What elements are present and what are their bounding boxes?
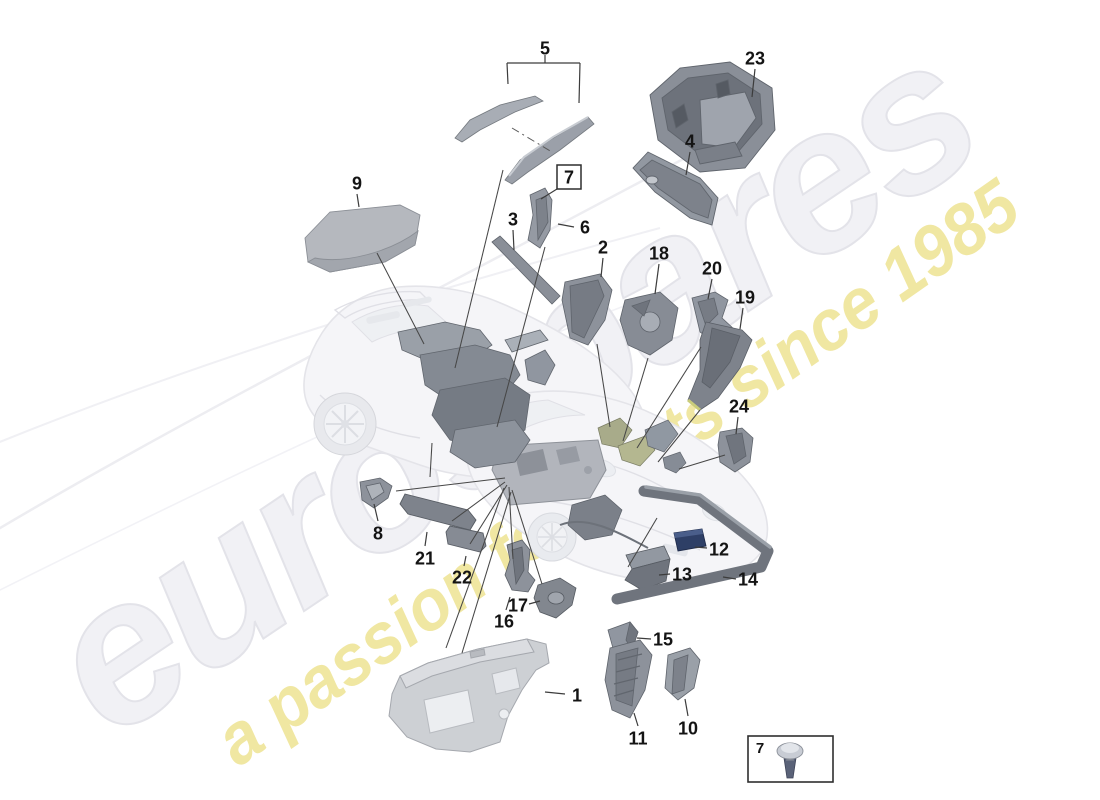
bracket-line-5-2 xyxy=(578,62,581,104)
part-shape-24 xyxy=(717,427,754,473)
centerline-dash xyxy=(511,127,553,153)
part-label-6[interactable]: 6 xyxy=(580,218,590,238)
part-label-23[interactable]: 23 xyxy=(745,49,765,69)
part-shape-10 xyxy=(664,647,701,701)
frunk-tub-shape xyxy=(491,439,607,506)
part-shape-19 xyxy=(687,321,753,412)
part-shape-9 xyxy=(304,204,421,273)
part-label-17[interactable]: 17 xyxy=(508,596,528,616)
leader-line-17 xyxy=(528,600,541,605)
leader-line-16 xyxy=(505,596,511,611)
leader-line-4 xyxy=(685,151,691,176)
part-shape-14 xyxy=(611,485,774,605)
part-label-15[interactable]: 15 xyxy=(653,630,673,650)
install-clips-cluster xyxy=(559,417,687,549)
push-rivet-icon xyxy=(776,742,804,779)
assembly-leader-lines xyxy=(376,169,726,654)
part-label-5[interactable]: 5 xyxy=(540,39,550,59)
part-label-20[interactable]: 20 xyxy=(702,259,722,279)
engine-bay-insulation-cluster xyxy=(397,321,556,469)
part-shape-18 xyxy=(619,291,679,356)
part-shape-6 xyxy=(527,187,553,249)
leader-line-9 xyxy=(356,193,360,208)
leader-line-24 xyxy=(735,416,739,435)
leader-line-11 xyxy=(633,712,639,727)
leader-line-3 xyxy=(512,229,515,251)
part-label-21[interactable]: 21 xyxy=(415,549,435,569)
part-shape-11 xyxy=(604,639,653,719)
part-shape-8 xyxy=(359,477,393,509)
leader-line-1 xyxy=(544,691,566,695)
leader-line-22 xyxy=(463,555,467,567)
part-label-3[interactable]: 3 xyxy=(508,210,518,230)
part-label-14[interactable]: 14 xyxy=(738,570,758,590)
part-shape-1 xyxy=(388,638,550,753)
leader-line-12 xyxy=(694,546,708,549)
leader-line-23 xyxy=(751,68,756,98)
part-label-19[interactable]: 19 xyxy=(735,288,755,308)
part-label-24[interactable]: 24 xyxy=(729,397,749,417)
leader-line-19 xyxy=(739,307,744,330)
part-label-4[interactable]: 4 xyxy=(685,132,695,152)
part-shape-4 xyxy=(632,151,719,226)
part-label-18[interactable]: 18 xyxy=(649,244,669,264)
part-label-11[interactable]: 11 xyxy=(628,729,647,749)
part-label-13[interactable]: 13 xyxy=(672,565,692,585)
part-label-22[interactable]: 22 xyxy=(452,568,472,588)
part-label-1[interactable]: 1 xyxy=(572,686,582,706)
leader-line-18 xyxy=(654,263,660,295)
leader-line-8 xyxy=(373,503,379,522)
part-shape-17 xyxy=(533,577,577,619)
part-shape-2 xyxy=(561,273,613,346)
part-label-12[interactable]: 12 xyxy=(709,540,729,560)
part-label-2[interactable]: 2 xyxy=(598,238,608,258)
leader-line-15 xyxy=(636,637,652,640)
part-shape-23 xyxy=(649,61,776,173)
part-shape-22 xyxy=(445,525,487,553)
leader-line-10 xyxy=(684,698,689,717)
part-label-16[interactable]: 16 xyxy=(494,612,514,632)
leader-line-6 xyxy=(557,223,575,228)
leader-line-2 xyxy=(600,257,604,278)
part-shape-13 xyxy=(624,545,671,591)
part-label-7[interactable]: 7 xyxy=(564,168,574,188)
legend: 7 xyxy=(747,735,834,783)
leader-line-13 xyxy=(658,573,671,576)
legend-number[interactable]: 7 xyxy=(756,740,764,757)
part-shape-3 xyxy=(491,235,561,305)
boxed-label-frame xyxy=(556,164,582,190)
leader-line-box-7 xyxy=(540,188,558,200)
leader-line-14 xyxy=(722,576,737,580)
part-label-8[interactable]: 8 xyxy=(373,524,383,544)
bracket-line-5-1 xyxy=(506,62,509,85)
part-label-10[interactable]: 10 xyxy=(678,719,698,739)
leader-line-21 xyxy=(424,531,428,547)
part-label-9[interactable]: 9 xyxy=(352,174,362,194)
part-shape-12 xyxy=(673,528,707,552)
leader-line-20 xyxy=(707,278,713,300)
